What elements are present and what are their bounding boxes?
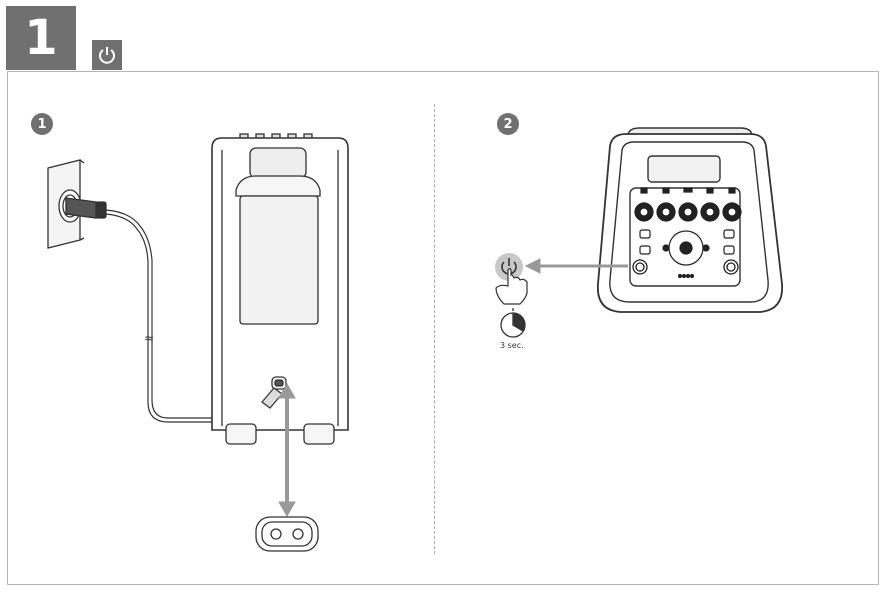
stopwatch-icon bbox=[500, 308, 526, 338]
ac-inlet-icon bbox=[255, 516, 319, 552]
power-icon-badge bbox=[92, 40, 122, 70]
panel-2-number-text: 2 bbox=[503, 116, 513, 132]
panel-divider bbox=[434, 104, 435, 554]
power-icon bbox=[99, 47, 115, 64]
knob-row bbox=[634, 187, 742, 222]
control-buttons bbox=[639, 229, 735, 279]
pointer-arrow bbox=[524, 258, 628, 274]
panel-1-number-text: 1 bbox=[37, 116, 47, 132]
svg-text:≈: ≈ bbox=[144, 331, 154, 345]
speaker-back-view bbox=[211, 133, 349, 445]
double-arrow bbox=[278, 382, 296, 518]
step-number-badge: 1 bbox=[6, 6, 76, 70]
hand-icon bbox=[495, 267, 528, 305]
panel-1-number: 1 bbox=[31, 113, 53, 135]
timer-label: 3 sec. bbox=[500, 341, 524, 350]
plug-icon bbox=[65, 197, 107, 219]
panel-2-number: 2 bbox=[497, 113, 519, 135]
instruction-frame bbox=[7, 71, 879, 585]
step-number: 1 bbox=[24, 10, 58, 66]
front-power-button bbox=[632, 259, 739, 275]
